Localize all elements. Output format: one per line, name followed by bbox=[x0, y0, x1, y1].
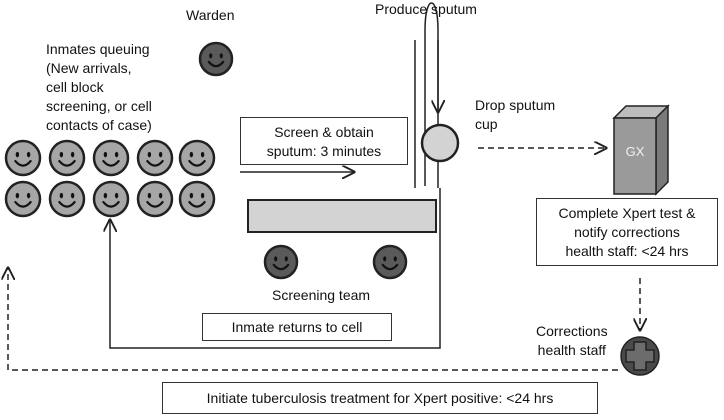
screening-team-label: Screening team bbox=[272, 287, 371, 303]
staff-to-queue-arrow bbox=[8, 268, 618, 371]
smiley-face-icon bbox=[136, 139, 174, 177]
genexpert-machine-icon bbox=[613, 117, 657, 195]
smiley-face-icon bbox=[48, 139, 86, 177]
smiley-face-icon bbox=[48, 180, 86, 218]
gx-device-side bbox=[655, 104, 669, 196]
smiley-face-icon bbox=[178, 180, 216, 218]
inmates-queuing-label: Inmates queuing (New arrivals, cell bloc… bbox=[46, 41, 152, 133]
smiley-face-icon bbox=[92, 180, 130, 218]
gx-label: GX bbox=[626, 144, 645, 159]
return-to-cell-arrow bbox=[110, 188, 441, 349]
inmates-queue bbox=[4, 139, 216, 218]
warden-icon bbox=[198, 41, 234, 77]
smiley-face-icon bbox=[92, 139, 130, 177]
screening-team-icons bbox=[263, 244, 408, 280]
screen-obtain-box: Screen & obtain sputum: 3 minutes bbox=[240, 117, 408, 165]
smiley-face-icon bbox=[4, 139, 42, 177]
produce-sputum-arrow bbox=[424, 2, 438, 186]
corrections-health-staff-label: Corrections health staff bbox=[536, 323, 608, 358]
screening-table bbox=[247, 199, 437, 233]
smiley-face-icon bbox=[263, 244, 299, 280]
medical-cross-icon bbox=[620, 336, 660, 376]
smiley-face-icon bbox=[136, 180, 174, 218]
inmate-returns-box: Inmate returns to cell bbox=[202, 313, 392, 341]
drop-sputum-cup-label: Drop sputum cup bbox=[475, 97, 556, 132]
xpert-test-box: Complete Xpert test & notify corrections… bbox=[536, 198, 718, 266]
smiley-face-icon bbox=[178, 139, 216, 177]
produce-sputum-label: Produce sputum bbox=[375, 1, 477, 17]
initiate-treatment-box: Initiate tuberculosis treatment for Xper… bbox=[162, 382, 598, 414]
sputum-cup-icon bbox=[420, 123, 460, 163]
warden-label: Warden bbox=[186, 7, 235, 23]
smiley-face-icon bbox=[198, 41, 234, 77]
smiley-face-icon bbox=[372, 244, 408, 280]
smiley-face-icon bbox=[4, 180, 42, 218]
